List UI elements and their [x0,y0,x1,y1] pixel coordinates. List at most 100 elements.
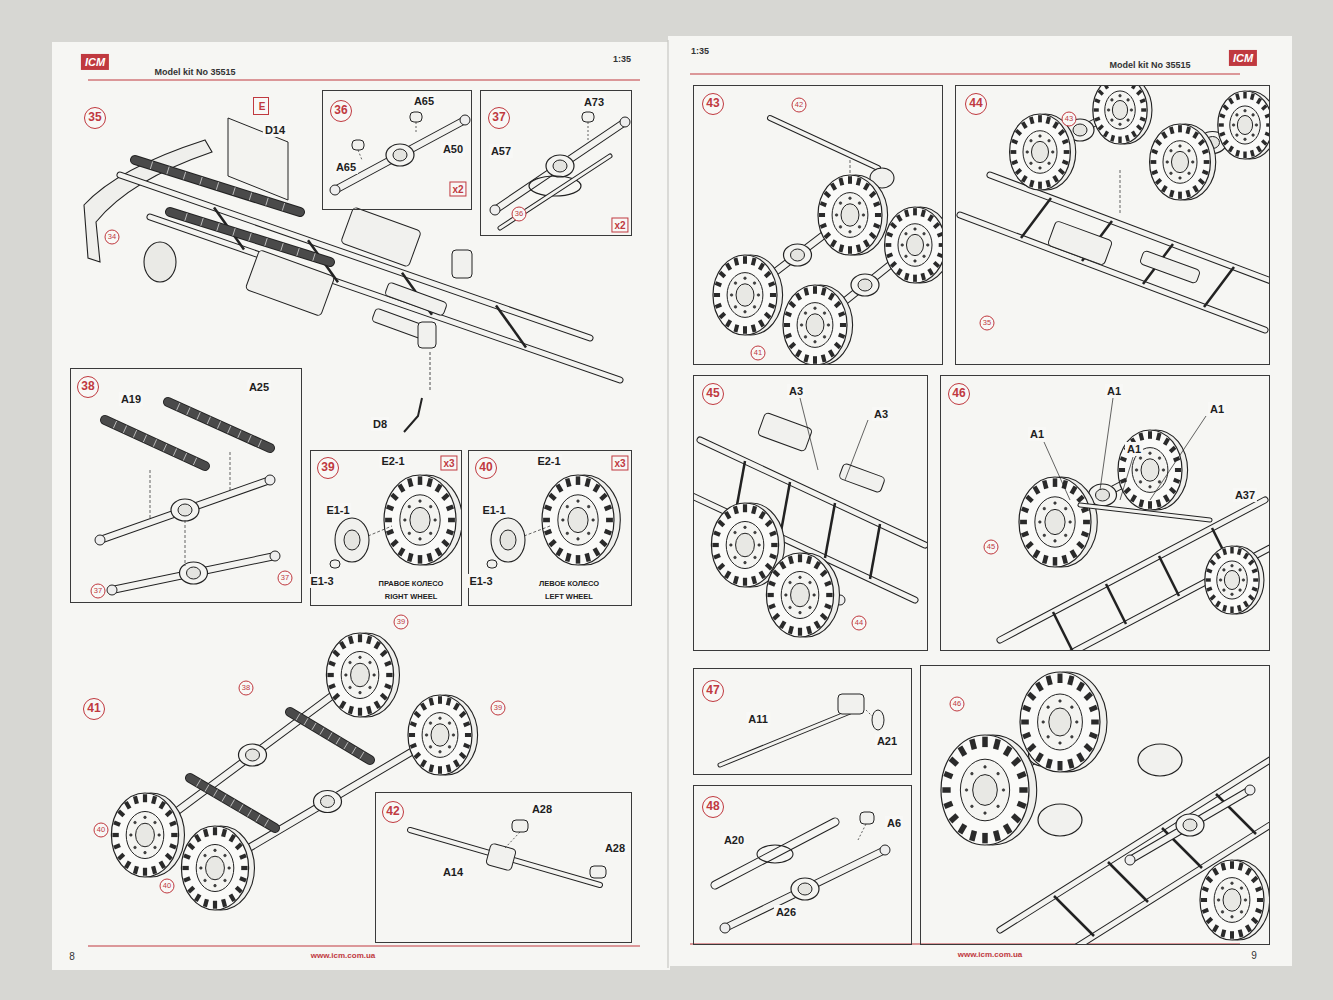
part-outline [783,285,847,364]
leader-line [430,765,432,772]
part-outline [1244,138,1247,141]
part-outline [546,155,574,177]
tube-outline [725,850,885,928]
leader-line [820,203,826,205]
step-panel: 46 [920,665,1270,945]
leader-line [1207,918,1212,922]
step-panel: 39x3E2-1E1-1E1-3ПРАВОЕ КОЛЕСОRIGHT WHEEL [310,450,462,606]
leader-line [143,868,147,876]
part-outline [1002,789,1005,792]
part-outline [200,867,203,870]
leader-line [944,774,952,777]
step-number: 35 [84,107,106,129]
step-number: 44 [965,93,987,115]
leader-line [1054,176,1057,182]
part-outline [1047,736,1050,739]
part-outline [885,207,942,283]
leader-line [230,835,234,841]
leader-line [464,723,470,725]
tube-outline [168,402,270,448]
page-sheet [52,42,670,970]
leader-line [605,531,612,534]
leader-line [1058,761,1063,771]
leader-line [1252,150,1254,156]
wheel-drawing [1019,477,1097,567]
wheel-drawing [384,475,461,565]
part-outline [171,499,199,521]
leader-line [1158,500,1160,507]
part-outline [818,175,882,255]
leader-line [1158,433,1160,440]
leader-line [887,254,892,256]
part-outline [1237,115,1252,134]
leader-line [282,203,284,211]
step-panel: 46A1A1A1A1A3745 [940,375,1270,651]
part-outline [1127,119,1130,122]
leader-line [341,702,345,708]
part-outline [1141,459,1159,481]
leader-line [769,305,775,307]
tube-fill [112,556,275,590]
leader-line [1059,169,1064,173]
leader-line [1099,91,1103,95]
leader-line [230,800,234,807]
part-outline [136,823,155,847]
leader-line [595,485,599,492]
leader-line [1120,457,1133,500]
leader-line [1220,115,1225,117]
leader-line [189,844,194,849]
leader-line [150,470,151,520]
part-outline [832,193,868,238]
leader-line [1243,92,1246,98]
leader-line [875,213,881,217]
part-outline [95,535,105,545]
leader-line [1199,179,1204,183]
leader-line [166,811,171,816]
leader-line [1048,676,1050,685]
leader-line [770,293,776,297]
leader-line [797,350,801,356]
leader-line [800,398,818,470]
tube-outline [335,120,465,190]
part-outline [838,694,864,714]
part-outline [144,851,147,854]
leader-line [870,233,875,237]
callout-number: 35 [980,316,995,331]
leader-line [1104,131,1107,136]
part-outline [154,846,157,849]
part-outline [754,556,757,559]
part-outline [1138,744,1182,776]
part-outline [1043,534,1046,537]
part-outline [592,519,595,522]
part-outline [1071,706,1074,709]
part-outline [1231,593,1234,596]
part-outline [314,791,342,813]
leader-line [826,593,832,597]
part-outline [862,214,865,217]
step-drawing [960,86,1269,330]
leader-line [845,420,868,480]
leader-line [587,553,589,561]
leader-line [1152,151,1157,153]
leader-line [790,343,795,347]
leader-line [726,512,730,518]
leader-line [819,213,825,217]
part-outline [804,312,807,315]
leader-line [1203,171,1208,173]
leader-line [1237,150,1239,156]
leader-line [1256,910,1262,912]
leader-line [1072,487,1076,494]
step-drawing [490,112,630,228]
leader-line [605,507,612,510]
part-outline [791,249,805,261]
leader-line [1091,720,1099,725]
part-label: A73 [582,95,606,109]
callout-number: 39 [491,701,506,716]
callout-number: 40 [94,823,109,838]
wheel-drawing [818,175,888,255]
leader-line [550,494,556,499]
tube-fill [1130,790,1250,860]
part-outline [734,306,737,309]
leader-line [950,815,957,821]
